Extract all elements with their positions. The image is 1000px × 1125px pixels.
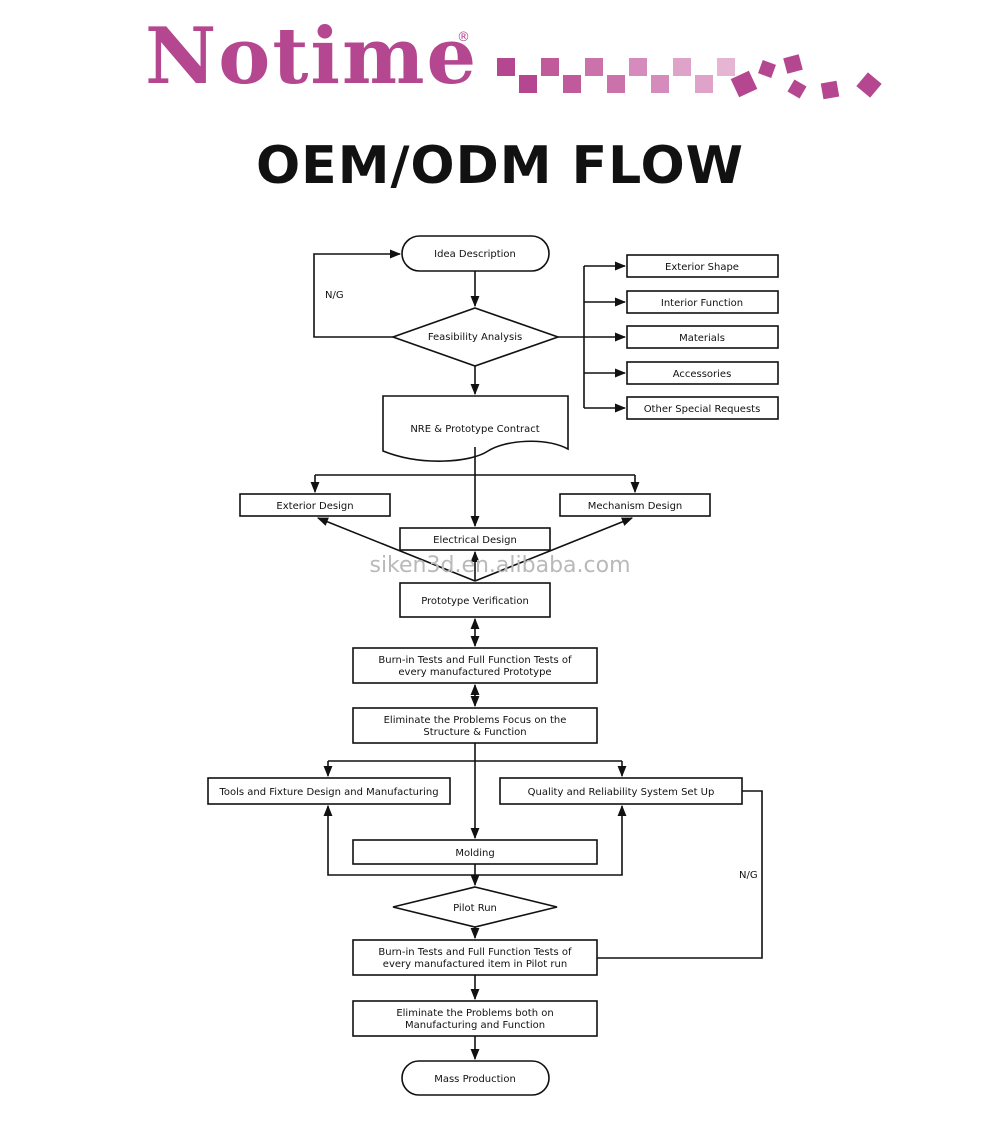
exterior-shape-label: Exterior Shape [665,262,739,273]
burnin1-line2: every manufactured Prototype [398,667,551,678]
exterior-shape-box [626,254,779,278]
electrical-design-box [399,527,551,551]
burnin-prototype-box [352,647,598,684]
prototype-verification-label: Prototype Verification [421,596,529,607]
other-requests-label: Other Special Requests [644,404,761,415]
nre-document [382,395,569,462]
materials-label: Materials [679,333,725,344]
other-requests-box [626,396,779,420]
ng-label-top: N/G [325,290,344,301]
mass-production-label: Mass Production [434,1074,516,1085]
burnin1-line1: Burn-in Tests and Full Function Tests of [378,655,572,666]
accessories-label: Accessories [673,369,732,380]
materials-box [626,325,779,349]
quality-box [499,777,743,805]
eliminate2-line1: Eliminate the Problems both on [396,1008,553,1019]
checker-decoration [497,54,882,100]
feasibility-label: Feasibility Analysis [428,332,522,343]
prototype-verification-box [399,582,551,618]
tools-label: Tools and Fixture Design and Manufacturi… [218,787,438,798]
electrical-design-label: Electrical Design [433,535,517,546]
brand-logo: Notime [145,11,479,102]
exterior-design-box [239,493,391,517]
burnin2-line2: every manufactured item in Pilot run [383,959,567,970]
pilot-run-label: Pilot Run [453,903,497,914]
mass-production-terminal [401,1060,550,1096]
tools-box [207,777,451,805]
eliminate-manufacturing-box [352,1000,598,1037]
watermark-text: siken3d.en.alibaba.com [369,553,630,578]
eliminate1-line2: Structure & Function [423,727,526,738]
eliminate2-line2: Manufacturing and Function [405,1020,545,1031]
exterior-design-label: Exterior Design [276,501,353,512]
registered-mark: ® [457,30,470,45]
quality-label: Quality and Reliability System Set Up [528,787,715,798]
molding-label: Molding [455,848,494,859]
molding-box [352,839,598,865]
burnin-pilot-box [352,939,598,976]
nre-label: NRE & Prototype Contract [410,424,539,435]
mechanism-design-box [559,493,711,517]
accessories-box [626,361,779,385]
interior-function-box [626,290,779,314]
page-title: OEM/ODM FLOW [255,136,745,196]
idea-label: Idea Description [434,249,516,260]
ng-label-bottom: N/G [739,870,758,881]
eliminate1-line1: Eliminate the Problems Focus on the [384,715,567,726]
burnin2-line1: Burn-in Tests and Full Function Tests of [378,947,572,958]
interior-function-label: Interior Function [661,298,743,309]
mechanism-design-label: Mechanism Design [588,501,683,512]
